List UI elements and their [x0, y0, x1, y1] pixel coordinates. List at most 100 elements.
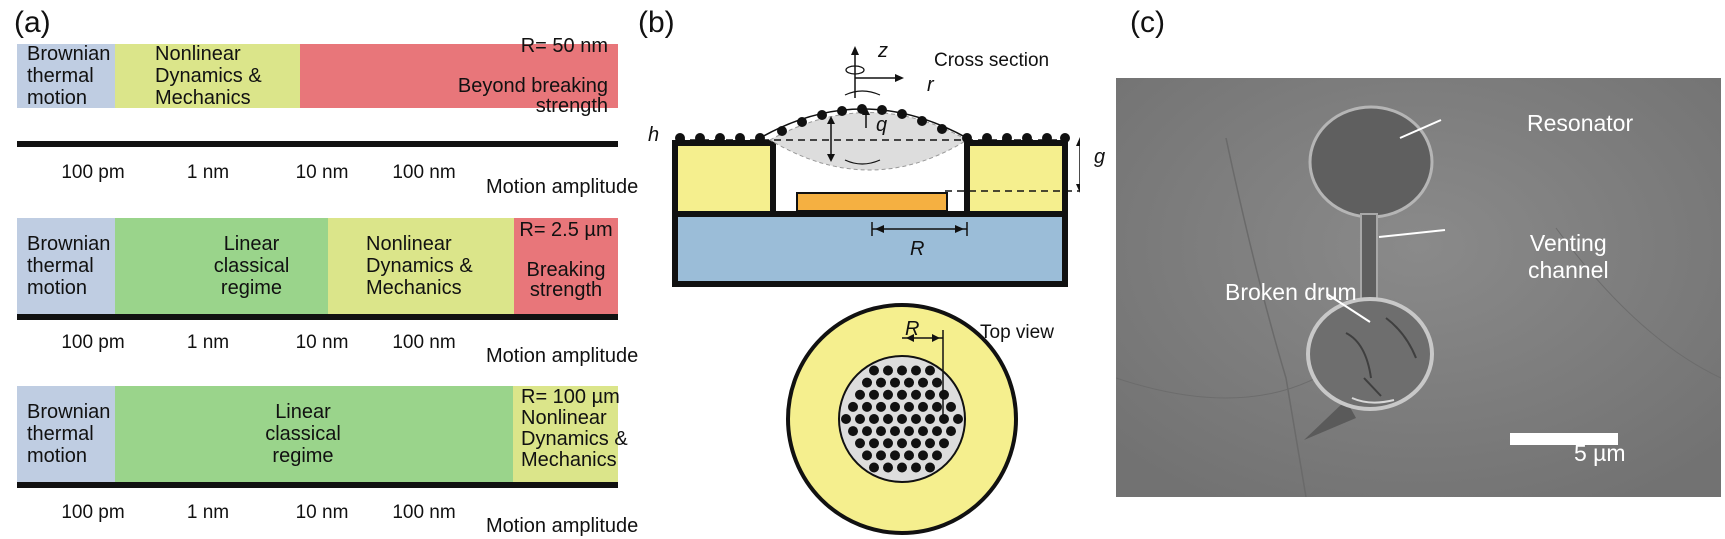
- lattice-atom: [862, 377, 872, 388]
- lattice-atom: [918, 401, 928, 412]
- lattice-atom: [890, 401, 900, 412]
- tick-label: 1 nm: [186, 502, 230, 523]
- lattice-atom: [897, 462, 907, 473]
- electrode: [796, 192, 948, 212]
- tick-label: 1 nm: [186, 162, 230, 183]
- regime-segment: Nonlinear Dynamics & Mechanics: [328, 218, 514, 314]
- tick-label: 100 nm: [392, 162, 456, 183]
- lattice-atom: [918, 450, 928, 461]
- lattice-atom: [862, 450, 872, 461]
- lattice-atom: [862, 401, 872, 412]
- lattice-atom: [890, 426, 900, 437]
- lattice-atom: [939, 414, 949, 424]
- lattice-atom: [925, 462, 935, 473]
- label-scale: 5 µm: [1574, 440, 1626, 466]
- tick-label: 10 nm: [295, 332, 349, 353]
- regime-label: Brownian thermal motion: [27, 43, 111, 109]
- regime-bar-row-1: Brownian thermal motion Nonlinear Dynami…: [17, 36, 618, 116]
- axis-line-row-2: [17, 314, 618, 320]
- lattice-atom: [890, 450, 900, 461]
- lattice-atom: [911, 462, 921, 473]
- lattice-atom: [953, 414, 963, 424]
- axis-label: Motion amplitude: [486, 345, 639, 367]
- label-resonator: Resonator: [1527, 110, 1634, 136]
- lattice-atom: [897, 438, 907, 449]
- symbol-q: q: [876, 114, 888, 136]
- lattice-atom: [876, 426, 886, 437]
- lattice-atom: [883, 389, 893, 400]
- lattice-atom: [869, 438, 879, 449]
- tick-label: 100 pm: [61, 332, 125, 353]
- symbol-R: R: [910, 238, 925, 260]
- regime-segment: Nonlinear Dynamics & Mechanics: [115, 43, 300, 109]
- tick-label: 100 pm: [61, 502, 125, 523]
- symbol-g: g: [1094, 146, 1106, 168]
- lattice-atom: [932, 401, 942, 412]
- regime-bar-row-2: Brownian thermal motion Linear classical…: [17, 218, 618, 314]
- lattice-atom: [904, 426, 914, 437]
- regime-segment: Linear classical regime: [115, 218, 328, 314]
- label-top-view: Top view: [980, 322, 1054, 343]
- lattice-atom: [897, 389, 907, 400]
- top-view-diagram: [786, 303, 1018, 535]
- lattice-atom: [869, 365, 879, 376]
- lattice-atom: [876, 377, 886, 388]
- lattice-atom: [876, 401, 886, 412]
- lattice-atom: [939, 438, 949, 449]
- regime-segment: Brownian thermal motion: [17, 386, 115, 482]
- panel-c-letter: (c): [1130, 6, 1165, 39]
- lattice-atom: [876, 450, 886, 461]
- lattice-atom: [932, 450, 942, 461]
- lattice-atom: [904, 401, 914, 412]
- lattice-atom: [932, 426, 942, 437]
- lattice-atom: [904, 450, 914, 461]
- left-support: [672, 140, 776, 217]
- regime-label: Brownian thermal motion: [27, 401, 111, 467]
- broken-drum: [1306, 297, 1434, 411]
- lattice-atom: [890, 377, 900, 388]
- lattice-atom: [883, 438, 893, 449]
- tick-label: 100 nm: [392, 502, 456, 523]
- lattice-atom: [911, 389, 921, 400]
- lattice-atom: [883, 462, 893, 473]
- regime-label: Linear classical regime: [265, 401, 341, 467]
- lattice-atom: [897, 414, 907, 424]
- regime-label: Nonlinear Dynamics & Mechanics: [366, 233, 473, 299]
- regime-segment: R= 2.5 µm Breaking strength: [514, 218, 618, 314]
- lattice-atom: [939, 389, 949, 400]
- venting-channel: [1360, 213, 1378, 305]
- lattice-atom: [848, 426, 858, 437]
- lattice-atom: [869, 462, 879, 473]
- tick-label: 1 nm: [186, 332, 230, 353]
- lattice-atoms: [841, 365, 963, 473]
- regime-segment: R= 50 nm Beyond breaking strength: [300, 36, 618, 116]
- label-cross-section: Cross section: [934, 50, 1050, 71]
- axis-label: Motion amplitude: [486, 515, 639, 537]
- symbol-z: z: [878, 40, 888, 62]
- panel-b-letter: (b): [638, 6, 675, 39]
- symbol-R-top: R: [905, 318, 920, 340]
- scale-bar: [1510, 433, 1618, 445]
- lattice-atom: [911, 365, 921, 376]
- lattice-atom: [932, 377, 942, 388]
- tick-label: 100 pm: [61, 162, 125, 183]
- tick-label: 10 nm: [295, 502, 349, 523]
- axis-line-row-3: [17, 482, 618, 488]
- label-venting-channel: Venting channel: [1528, 230, 1609, 283]
- lattice-atom: [848, 401, 858, 412]
- lattice-atom: [869, 414, 879, 424]
- membrane-atoms: [675, 104, 1070, 143]
- regime-segment: Linear classical regime: [115, 386, 513, 482]
- regime-bar-row-3: Brownian thermal motion Linear classical…: [17, 386, 628, 482]
- lattice-atom: [897, 365, 907, 376]
- lattice-atom: [918, 377, 928, 388]
- label-broken-drum: Broken drum: [1225, 279, 1357, 305]
- lattice-atom: [918, 426, 928, 437]
- lattice-atom: [925, 414, 935, 424]
- substrate: [672, 211, 1068, 287]
- regime-segment: Brownian thermal motion: [17, 218, 115, 314]
- lattice-atom: [855, 414, 865, 424]
- lattice-atom: [946, 426, 956, 437]
- symbol-h: h: [648, 124, 660, 146]
- lattice-atom: [855, 438, 865, 449]
